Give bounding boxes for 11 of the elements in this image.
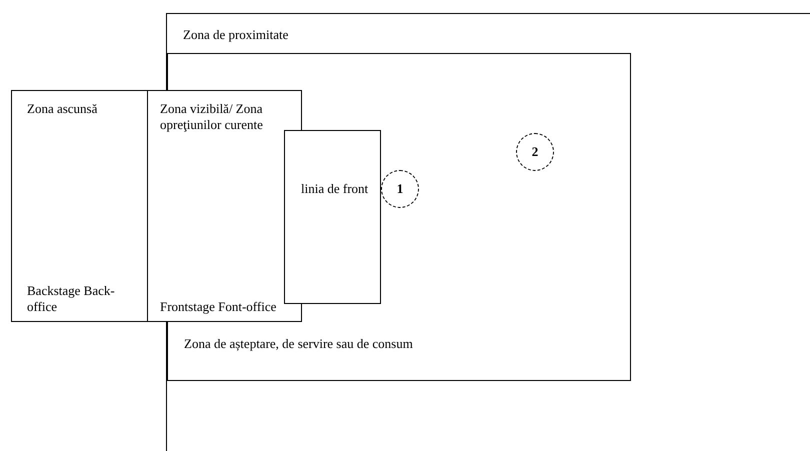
zone-label: linia de front	[301, 181, 370, 198]
callout-number: 2	[532, 144, 538, 160]
zone-label: Backstage Back-office	[27, 282, 116, 315]
zone-box	[11, 90, 148, 322]
zone-label: Zona vizibilă/ Zona opreţiunilor curente	[160, 101, 264, 134]
zone-label: Zona ascunsă	[27, 101, 98, 118]
zone-label: Frontstage Font-office	[160, 298, 277, 315]
zone-box	[147, 90, 302, 322]
zone-label: Zona de proximitate	[183, 27, 290, 44]
callout-number: 1	[396, 180, 404, 198]
zone-label: Zona de așteptare, de servire sau de consum	[184, 336, 414, 352]
